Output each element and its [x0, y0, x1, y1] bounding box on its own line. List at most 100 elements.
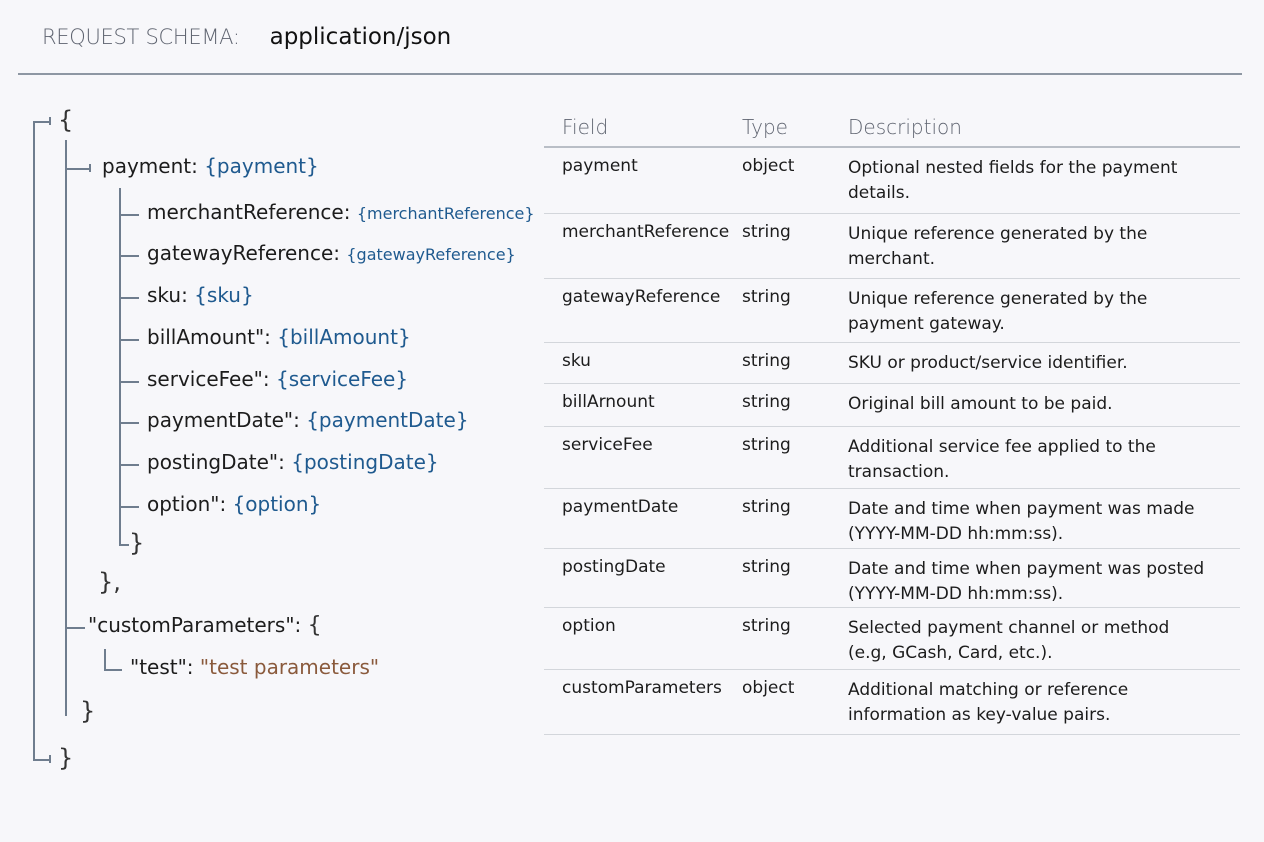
child-sku: sku: {sku}	[147, 283, 254, 307]
payment-close-brace: },	[98, 568, 121, 596]
child-placeholder: {gatewayReference}	[346, 245, 516, 264]
tree-branch	[119, 339, 139, 341]
table-row: merchantReference string Unique referenc…	[544, 214, 1240, 279]
tree-branch	[119, 422, 139, 424]
cell-description: Additional service fee applied to the tr…	[848, 437, 1156, 482]
cell-description: Additional matching or reference informa…	[848, 680, 1129, 725]
tree-branch	[119, 381, 139, 383]
cell-field: billArnount	[562, 392, 655, 412]
test-node: "test": "test parameters"	[130, 655, 379, 679]
tree-line-payment	[65, 168, 91, 170]
cell-type: object	[742, 678, 795, 698]
table-row: option string Selected payment channel o…	[544, 608, 1240, 670]
child-placeholder: {merchantReference}	[356, 204, 535, 223]
table-header: Field Type Description	[544, 108, 1240, 148]
tree-tick-root-bottom	[49, 755, 51, 763]
payment-inner-close-brace: }	[129, 529, 145, 557]
tree-line-close-inner	[119, 544, 129, 546]
cell-field: option	[562, 616, 616, 636]
tree-tick-payment	[89, 164, 91, 172]
child-placeholder: {billAmount}	[277, 325, 411, 349]
child-key: merchantReference:	[147, 200, 351, 224]
header-field: Field	[562, 115, 609, 139]
tree-tick-root-top	[49, 117, 51, 125]
header-divider	[18, 73, 1242, 75]
cell-description: Date and time when payment was made (YYY…	[848, 499, 1195, 544]
tree-branch	[119, 255, 139, 257]
schema-header: REQUEST SCHEMA: application/json	[42, 24, 451, 50]
child-gatewayReference: gatewayReference: {gatewayReference}	[147, 241, 516, 265]
child-option: option": {option}	[147, 492, 321, 516]
tree-line-test	[104, 649, 106, 671]
child-postingDate: postingDate": {postingDate}	[147, 450, 439, 474]
cell-description: Optional nested fields for the payment d…	[848, 158, 1178, 203]
cell-type: string	[742, 287, 791, 307]
tree-line-test-h	[104, 669, 122, 671]
cell-description: Unique reference generated by the paymen…	[848, 289, 1148, 334]
table-row: paymentDate string Date and time when pa…	[544, 489, 1240, 549]
cell-field: merchantReference	[562, 222, 730, 242]
cell-type: string	[742, 351, 791, 371]
child-placeholder: {paymentDate}	[306, 408, 469, 432]
cell-field: serviceFee	[562, 435, 653, 455]
child-placeholder: {postingDate}	[291, 450, 439, 474]
tree-branch	[119, 297, 139, 299]
child-placeholder: {serviceFee}	[275, 367, 409, 391]
child-serviceFee: serviceFee": {serviceFee}	[147, 367, 408, 391]
field-table: Field Type Description payment object Op…	[544, 108, 1240, 735]
custom-open-brace: {	[307, 613, 322, 638]
cell-type: string	[742, 392, 791, 412]
root-close-brace: }	[58, 744, 74, 772]
table-row: postingDate string Date and time when pa…	[544, 549, 1240, 608]
cell-description: Original bill amount to be paid.	[848, 394, 1113, 414]
json-tree: { payment: {payment} merchantReference: …	[0, 0, 540, 842]
tree-line-root-top	[33, 121, 51, 123]
tree-line-level1	[65, 140, 67, 716]
tree-branch	[119, 214, 139, 216]
cell-description: Selected payment channel or method (e.g,…	[848, 618, 1170, 663]
tree-line-level2	[119, 188, 121, 546]
payment-key: payment:	[102, 154, 198, 178]
child-key: sku:	[147, 283, 188, 307]
cell-field: payment	[562, 156, 638, 176]
cell-type: string	[742, 557, 791, 577]
cell-field: postingDate	[562, 557, 666, 577]
child-merchantReference: merchantReference: {merchantReference}	[147, 200, 535, 224]
cell-field: sku	[562, 351, 591, 371]
cell-field: customParameters	[562, 678, 722, 698]
header-description: Description	[848, 115, 962, 139]
test-key: "test":	[130, 655, 194, 679]
child-key: postingDate":	[147, 450, 285, 474]
table-row: customParameters object Additional match…	[544, 670, 1240, 735]
table-row: sku string SKU or product/service identi…	[544, 343, 1240, 384]
child-key: paymentDate":	[147, 408, 300, 432]
cell-field: paymentDate	[562, 497, 679, 517]
tree-line-root	[33, 121, 35, 761]
cell-type: object	[742, 156, 795, 176]
table-row: payment object Optional nested fields fo…	[544, 148, 1240, 214]
tree-line-root-bottom	[33, 759, 51, 761]
child-key: gatewayReference:	[147, 241, 340, 265]
root-open-brace: {	[58, 106, 74, 134]
table-row: gatewayReference string Unique reference…	[544, 279, 1240, 343]
table-row: billArnount string Original bill amount …	[544, 384, 1240, 427]
cell-type: string	[742, 497, 791, 517]
child-placeholder: {sku}	[194, 283, 254, 307]
cell-description: SKU or product/service identifier.	[848, 353, 1128, 373]
custom-parameters-key: "customParameters":	[88, 613, 302, 637]
table-row: serviceFee string Additional service fee…	[544, 427, 1240, 489]
schema-label: REQUEST SCHEMA:	[42, 25, 240, 49]
child-key: serviceFee":	[147, 367, 270, 391]
child-billAmount: billAmount": {billAmount}	[147, 325, 411, 349]
cell-field: gatewayReference	[562, 287, 721, 307]
custom-parameters-node: "customParameters": {	[88, 613, 322, 638]
child-key: option":	[147, 492, 227, 516]
content-type: application/json	[269, 24, 452, 50]
child-paymentDate: paymentDate": {paymentDate}	[147, 408, 469, 432]
header-type: Type	[742, 115, 788, 139]
cell-type: string	[742, 222, 791, 242]
cell-description: Unique reference generated by the mercha…	[848, 224, 1148, 269]
cell-description: Date and time when payment was posted (Y…	[848, 559, 1205, 604]
custom-close-brace: }	[80, 697, 96, 725]
